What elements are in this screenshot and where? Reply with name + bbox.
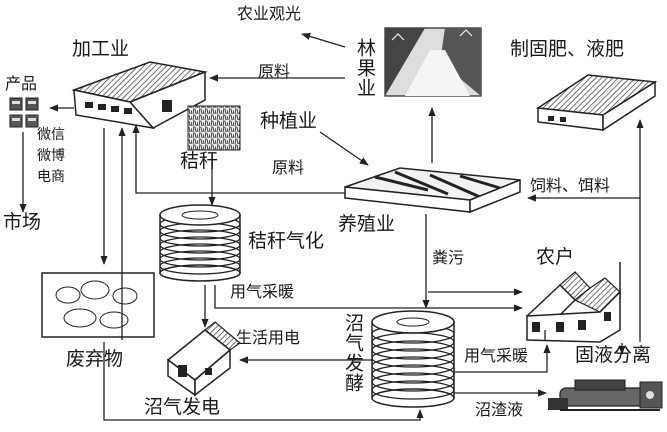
edge-slurry: 沼渣液 [475, 400, 524, 419]
waste-pile-icon [41, 272, 155, 338]
straw-gasifier-icon [159, 204, 241, 282]
product-packages-icon [9, 97, 39, 128]
products-label: 产品 [5, 74, 38, 93]
straw-image [187, 105, 241, 151]
market-label: 市场 [3, 211, 42, 233]
livestock-label: 养殖业 [338, 213, 396, 235]
biogas-ferment-label: 沼气发酵 [342, 313, 364, 393]
separation-label: 固液分离 [575, 344, 652, 366]
wechat-label: 微信 [37, 127, 65, 143]
straw-label: 秸秆 [180, 150, 219, 172]
edge-raw-material-2: 原料 [272, 158, 305, 177]
forest-orchard-photo [384, 27, 482, 97]
fertilizer-factory-icon [535, 74, 658, 132]
planting-label: 种植业 [260, 110, 318, 132]
livestock-shed-icon [344, 167, 521, 214]
ecommerce-label: 电商 [37, 169, 65, 185]
separator-machine-icon [548, 379, 663, 411]
biogas-digester-icon [371, 310, 455, 408]
processing-factory-icon [71, 61, 208, 130]
edge-gas-heating-2: 用气采暖 [464, 346, 529, 365]
agri-tour-label: 农业观光 [237, 4, 302, 23]
flow-arrows [19, 32, 644, 421]
weibo-label: 微博 [37, 148, 65, 164]
farmers-label: 农户 [536, 246, 575, 268]
straw-gasification-label: 秸秆气化 [248, 230, 325, 252]
forest-fruit-label: 林果业 [354, 38, 376, 98]
edge-feed: 饲料、饵料 [530, 176, 611, 195]
fertilizer-label: 制固肥、液肥 [510, 38, 625, 60]
edge-raw-material-1: 原料 [258, 62, 291, 81]
biogas-power-house-icon [166, 321, 241, 397]
farmhouse-icon [525, 262, 621, 343]
waste-label: 废弃物 [66, 348, 124, 370]
edge-manure: 粪污 [432, 248, 465, 267]
processing-label: 加工业 [72, 38, 130, 60]
biogas-power-label: 沼气发电 [144, 396, 221, 418]
edge-domestic-power: 生活用电 [236, 328, 301, 347]
edge-gas-heating-1: 用气采暖 [230, 282, 295, 301]
